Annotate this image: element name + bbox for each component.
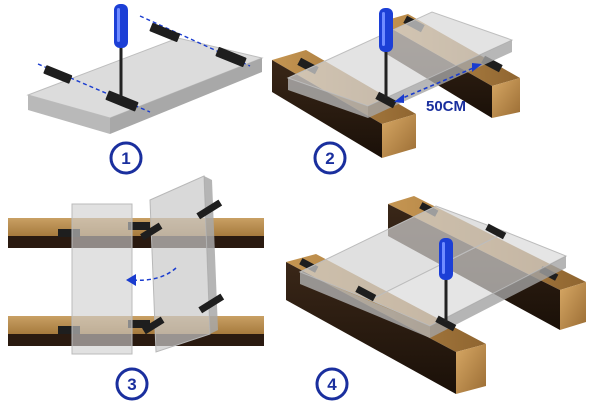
- distance-arrow: [397, 65, 479, 101]
- step-badge-2: 2: [313, 141, 347, 175]
- clip: [215, 47, 247, 67]
- step-2-illustration: 50CM: [272, 8, 520, 158]
- step-number: 2: [325, 149, 334, 168]
- step-number: 1: [121, 149, 130, 168]
- step-badge-4: 4: [315, 367, 349, 401]
- clip: [435, 315, 457, 332]
- panel-side-face: [430, 256, 566, 338]
- step-badge-1: 1: [109, 141, 143, 175]
- clip: [198, 293, 225, 314]
- panel-flat: [71, 203, 133, 355]
- panel-angled-edge: [204, 176, 218, 334]
- step-badge-3: 3: [115, 367, 149, 401]
- screwdriver-handle-shine: [117, 8, 120, 42]
- joist-end: [456, 344, 486, 394]
- clip: [485, 223, 507, 240]
- clip: [140, 222, 163, 241]
- clip: [355, 285, 377, 302]
- distance-label: 50CM: [426, 98, 466, 115]
- clip: [58, 229, 80, 237]
- joist-end: [560, 282, 586, 330]
- joist-end: [492, 78, 520, 118]
- clip: [58, 326, 80, 334]
- clip: [43, 65, 73, 84]
- screwdriver-handle: [439, 238, 453, 280]
- step-3-illustration: [8, 175, 264, 355]
- arrowhead: [472, 63, 482, 72]
- joist-side: [8, 236, 264, 248]
- clip: [128, 222, 150, 230]
- arrowhead: [394, 94, 404, 103]
- step-number: 4: [327, 375, 337, 394]
- step-number: 3: [127, 375, 136, 394]
- clip: [128, 320, 150, 328]
- joist-side: [8, 334, 264, 346]
- clip: [149, 22, 181, 42]
- step-1-illustration: [26, 4, 264, 134]
- arrowhead: [126, 274, 136, 286]
- step-4-illustration: [286, 196, 586, 394]
- clip: [142, 316, 165, 335]
- screwdriver-handle-shine: [382, 12, 385, 46]
- clip: [105, 90, 139, 112]
- panel-front-face: [300, 272, 430, 338]
- joist-end: [382, 114, 416, 158]
- panel-front-face: [288, 78, 368, 118]
- clip: [375, 91, 397, 109]
- screwdriver-handle: [379, 8, 393, 52]
- panel-front-face: [28, 95, 110, 134]
- screwdriver-handle-shine: [442, 242, 445, 274]
- clip: [196, 199, 223, 220]
- screwdriver-handle: [114, 4, 128, 48]
- panel-side-face: [110, 58, 262, 134]
- rotation-arrow: [131, 267, 177, 281]
